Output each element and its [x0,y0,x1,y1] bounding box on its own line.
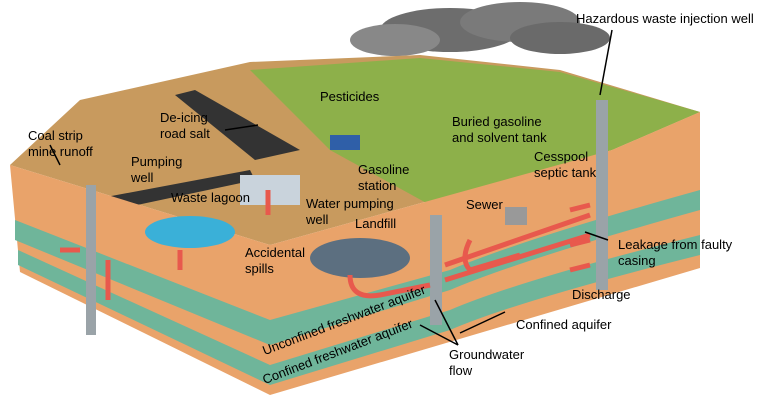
label-landfill: Landfill [355,216,397,231]
grass-field [250,58,700,205]
label-line: De-icing [160,110,208,125]
label-discharge: Discharge [572,287,631,302]
leader-lines [49,29,613,346]
label-hazardous-waste-injection-well: Hazardous waste injection well [576,11,754,26]
gas-station [330,135,360,150]
label-line: road salt [160,126,210,141]
label-line: well [131,170,154,185]
label-line: and solvent tank [452,130,547,145]
confined-aquifer-band [18,235,700,385]
label-line: Buried gasoline [452,114,542,129]
label-line: Water pumping [306,196,394,211]
label-line: casing [618,253,656,268]
water-pumping-well [430,215,442,325]
injection-well [596,100,608,290]
label-line: well [306,212,329,227]
label-line: septic tank [534,165,597,180]
label-waste-lagoon: Waste lagoon [171,190,251,205]
label-line: Gasoline [358,162,410,177]
label-line: Leakage from faulty [618,237,733,252]
label-line: Cesspool [534,149,589,164]
label-pesticides: Pesticides [320,89,380,104]
tank [505,207,527,225]
label-line: station [358,178,397,193]
landfill-pit [310,238,410,278]
label-line: flow [449,363,473,378]
rain-cloud [350,2,610,56]
label-line: Pumping [131,154,183,169]
contamination-arrows [60,190,591,300]
road [175,90,300,160]
label-confined-aquifer: Confined aquifer [516,317,612,332]
label-line: mine runoff [28,144,93,159]
label-sewer: Sewer [466,197,503,212]
label-line: spills [245,261,274,276]
label-line: Coal strip [28,128,83,143]
waste-lagoon [145,216,235,248]
pumping-well [86,185,96,335]
label-line: Groundwater [449,347,525,362]
unconfined-aquifer-band [15,190,700,345]
label-line: Accidental [245,245,305,260]
